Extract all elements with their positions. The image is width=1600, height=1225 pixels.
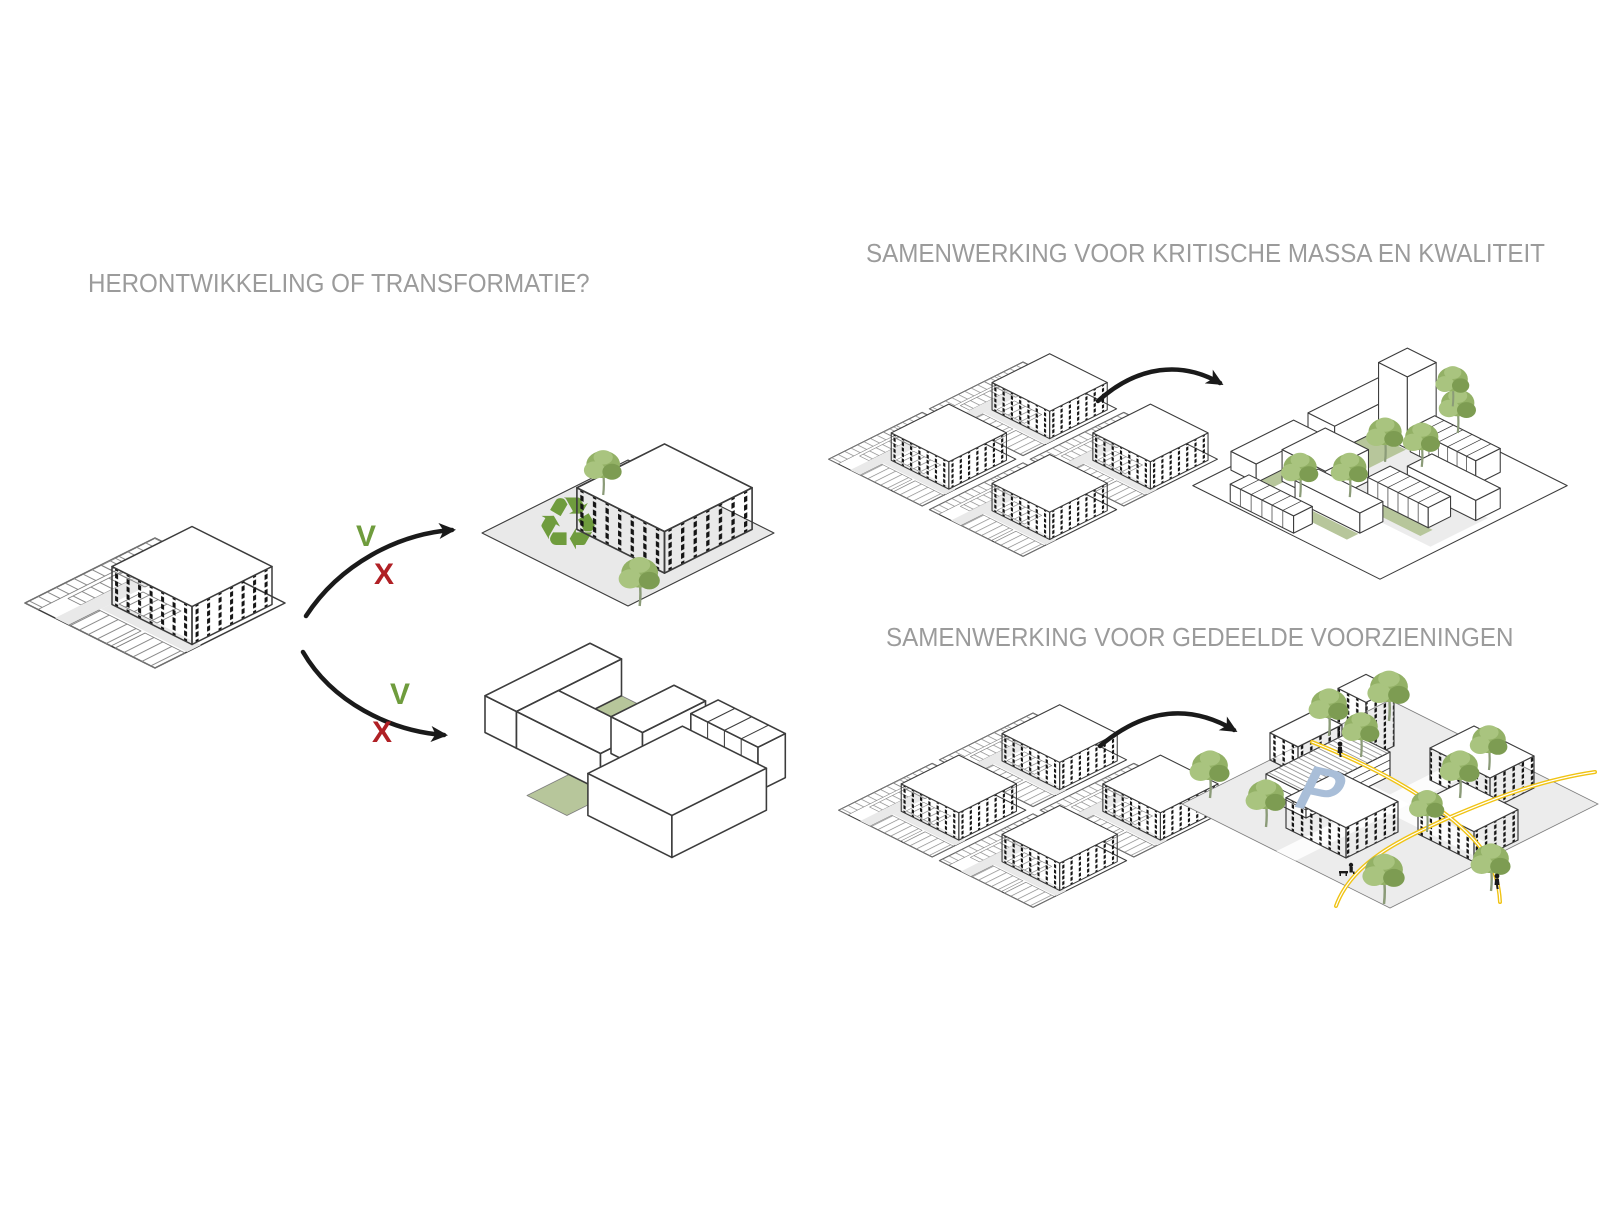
- big-box-building: [587, 725, 768, 859]
- scene-option-transform: ♻: [481, 443, 775, 608]
- bench-with-person: [1339, 862, 1355, 876]
- terrace-row: [1229, 474, 1313, 534]
- scene-before-single: [25, 527, 285, 669]
- title-left: HERONTWIKKELING OF TRANSFORMATIE?: [88, 268, 590, 298]
- terrace-row: [1367, 465, 1452, 529]
- block-building: [1285, 771, 1399, 859]
- title-bottom-right: SAMENWERKING VOOR GEDEELDE VOORZIENINGEN: [886, 622, 1514, 652]
- title-top-right: SAMENWERKING VOOR KRITISCHE MASSA EN KWA…: [866, 238, 1545, 268]
- scene-critical-mass-result: [1192, 347, 1568, 580]
- scene-before-quad-bottom: [839, 705, 1228, 908]
- arrow-top-right: [1095, 367, 1224, 404]
- arrow-top-option: [303, 522, 456, 619]
- people: [1337, 741, 1500, 889]
- check-label-bottom: V: [390, 678, 411, 711]
- cross-label-top: X: [374, 558, 395, 591]
- cross-label-bottom: X: [372, 716, 393, 749]
- arrow-bottom-right: [1097, 711, 1238, 749]
- scene-before-quad-top: [829, 354, 1218, 557]
- transformation-arrows: [300, 522, 456, 743]
- check-label-top: V: [356, 520, 377, 553]
- arrow-bottom-option: [300, 649, 448, 743]
- scene-option-redevelop: [484, 642, 787, 859]
